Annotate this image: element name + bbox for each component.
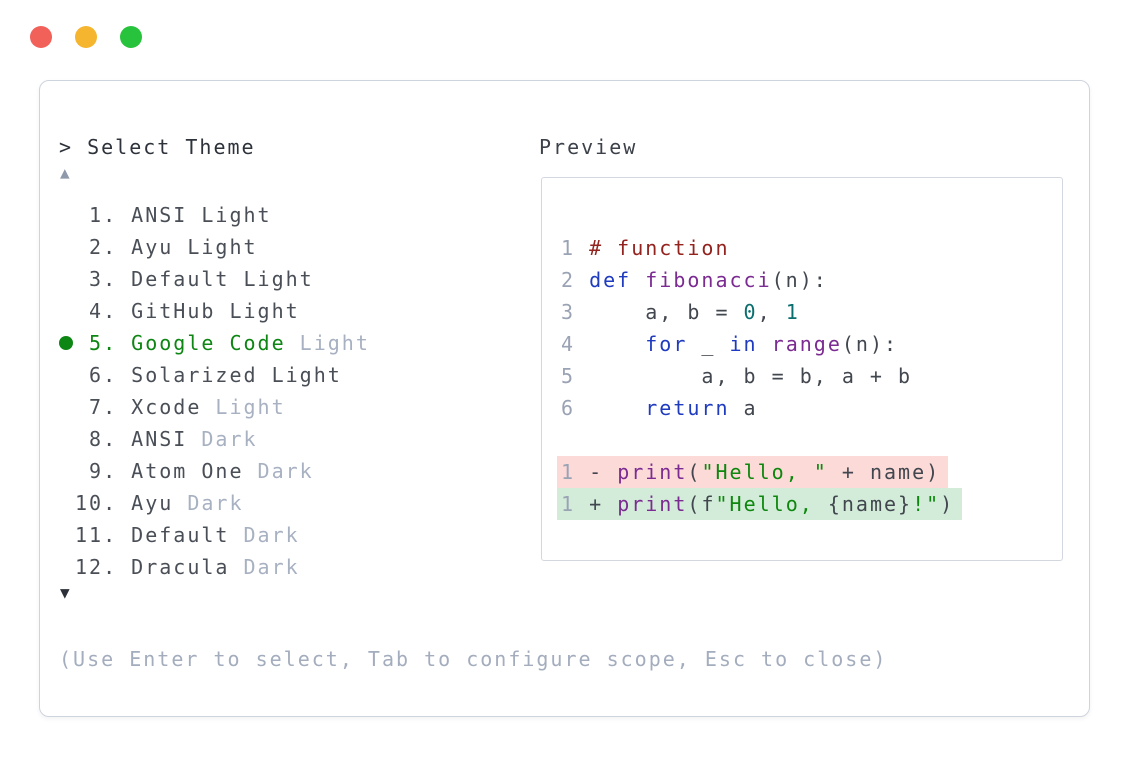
- marker-spacer: [59, 359, 75, 391]
- diff-added-line: 1 + print(f"Hello, {name}!"): [557, 488, 963, 520]
- preview-pane: 1 # function 2 def fibonacci(n): 3 a, b = …: [541, 177, 1063, 561]
- scroll-down-icon[interactable]: ▼: [60, 583, 70, 602]
- diff-removed-line: 1 - print("Hello, " + name): [557, 456, 949, 488]
- marker-spacer: [59, 423, 75, 455]
- theme-item-label: 12. Dracula Dark: [75, 555, 300, 579]
- theme-list-item[interactable]: 5. Google Code Light: [59, 327, 370, 359]
- theme-list-item[interactable]: 4. GitHub Light: [59, 295, 370, 327]
- code-line: [561, 424, 575, 456]
- preview-label: Preview: [539, 135, 638, 159]
- theme-list-item[interactable]: 6. Solarized Light: [59, 359, 370, 391]
- code-line: 5 a, b = b, a + b: [561, 364, 913, 388]
- theme-item-label: 6. Solarized Light: [75, 363, 342, 387]
- select-theme-prompt: > Select Theme: [59, 135, 256, 159]
- marker-spacer: [59, 295, 75, 327]
- marker-spacer: [59, 199, 75, 231]
- code-line: 2 def fibonacci(n):: [561, 268, 828, 292]
- theme-item-label: 3. Default Light: [75, 267, 314, 291]
- theme-list-item[interactable]: 10. Ayu Dark: [59, 487, 370, 519]
- keyboard-hint: (Use Enter to select, Tab to configure s…: [59, 647, 888, 671]
- theme-item-label: 11. Default Dark: [75, 523, 300, 547]
- marker-spacer: [59, 455, 75, 487]
- theme-item-label: 5. Google Code Light: [75, 331, 370, 355]
- minimize-button[interactable]: [75, 26, 97, 48]
- marker-spacer: [59, 231, 75, 263]
- scroll-up-icon[interactable]: ▲: [60, 163, 70, 182]
- theme-list-item[interactable]: 9. Atom One Dark: [59, 455, 370, 487]
- theme-list-item[interactable]: 3. Default Light: [59, 263, 370, 295]
- theme-list-item[interactable]: 7. Xcode Light: [59, 391, 370, 423]
- marker-spacer: [59, 263, 75, 295]
- theme-list-item[interactable]: 2. Ayu Light: [59, 231, 370, 263]
- theme-item-label: 1. ANSI Light: [75, 203, 272, 227]
- theme-item-label: 7. Xcode Light: [75, 395, 286, 419]
- code-preview: 1 # function 2 def fibonacci(n): 3 a, b = …: [557, 232, 963, 520]
- theme-item-label: 10. Ayu Dark: [75, 491, 244, 515]
- theme-list-item[interactable]: 11. Default Dark: [59, 519, 370, 551]
- close-button[interactable]: [30, 26, 52, 48]
- window-controls: [30, 26, 142, 48]
- marker-spacer: [59, 487, 75, 519]
- theme-item-label: 4. GitHub Light: [75, 299, 300, 323]
- theme-list-item[interactable]: 12. Dracula Dark: [59, 551, 370, 583]
- code-line: 6 return a: [561, 396, 758, 420]
- marker-spacer: [59, 391, 75, 423]
- theme-list-item[interactable]: 8. ANSI Dark: [59, 423, 370, 455]
- code-line: 3 a, b = 0, 1: [561, 300, 800, 324]
- theme-list: 1. ANSI Light 2. Ayu Light 3. Default Li…: [59, 199, 370, 583]
- code-line: 4 for _ in range(n):: [561, 332, 899, 356]
- code-line: 1 # function: [561, 236, 730, 260]
- theme-picker-window: > Select Theme ▲ 1. ANSI Light 2. Ayu Li…: [39, 80, 1090, 717]
- theme-item-label: 9. Atom One Dark: [75, 459, 314, 483]
- zoom-button[interactable]: [120, 26, 142, 48]
- theme-item-label: 8. ANSI Dark: [75, 427, 258, 451]
- marker-spacer: [59, 519, 75, 551]
- theme-item-label: 2. Ayu Light: [75, 235, 258, 259]
- theme-list-item[interactable]: 1. ANSI Light: [59, 199, 370, 231]
- selected-dot-icon: [59, 327, 75, 359]
